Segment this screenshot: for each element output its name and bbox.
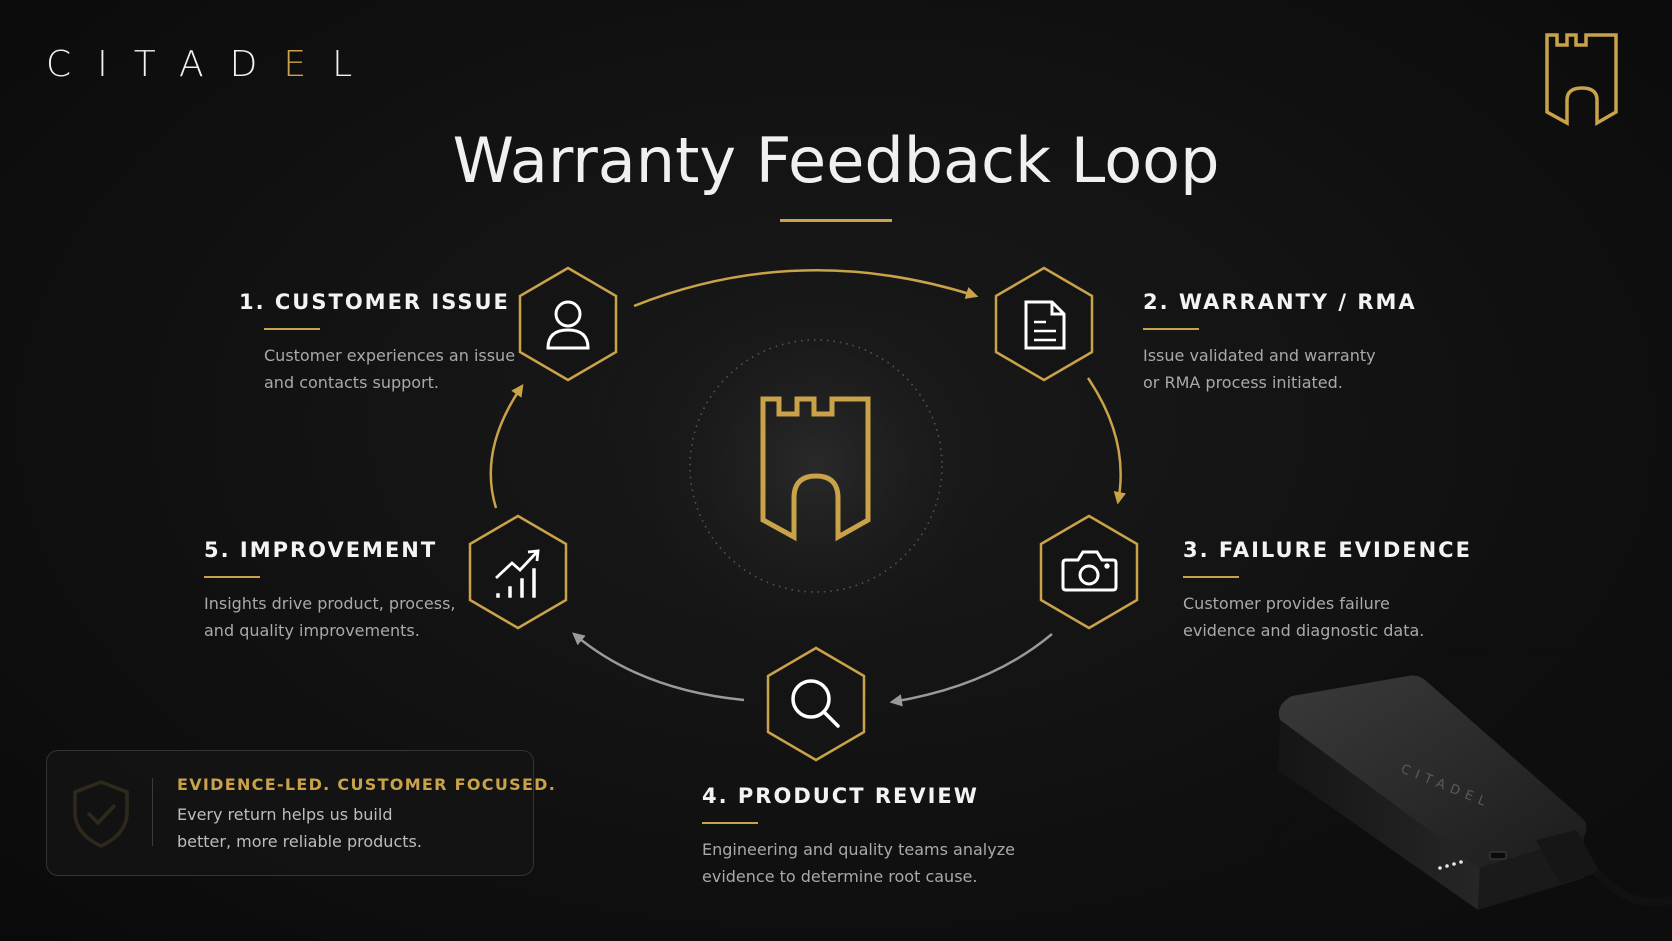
step-1-desc-line-2: and contacts support. bbox=[264, 373, 439, 392]
step-2-desc-line-2: or RMA process initiated. bbox=[1143, 373, 1343, 392]
step-4-rule bbox=[702, 822, 758, 824]
arrow-5-to-1 bbox=[489, 383, 524, 509]
step-5-desc: Insights drive product, process, and qua… bbox=[204, 590, 456, 644]
step-2-rule bbox=[1143, 328, 1199, 330]
page-title: Warranty Feedback Loop bbox=[452, 124, 1220, 197]
center-glow bbox=[586, 235, 1046, 695]
hex-step-1 bbox=[518, 266, 618, 382]
document-icon bbox=[1024, 300, 1066, 350]
title-underline bbox=[780, 219, 892, 222]
step-1-rule bbox=[264, 328, 320, 330]
arrow-1-to-2 bbox=[633, 269, 979, 308]
step-4-desc: Engineering and quality teams analyze ev… bbox=[702, 836, 1015, 890]
brand-logo-text: CITADEL bbox=[46, 44, 379, 85]
brand-castle-icon bbox=[1545, 33, 1618, 127]
step-5-desc-line-1: Insights drive product, process, bbox=[204, 594, 456, 613]
step-1-title: 1. CUSTOMER ISSUE bbox=[239, 290, 510, 314]
search-icon bbox=[791, 679, 840, 728]
center-dotted-ring bbox=[689, 339, 943, 593]
step-1-desc-line-1: Customer experiences an issue bbox=[264, 346, 516, 365]
hex-step-3 bbox=[1039, 514, 1139, 630]
step-3-desc: Customer provides failure evidence and d… bbox=[1183, 590, 1424, 644]
step-5-title: 5. IMPROVEMENT bbox=[204, 538, 438, 562]
power-bank-image: CITADEL bbox=[1220, 648, 1672, 941]
callout-body: Every return helps us build better, more… bbox=[177, 801, 517, 855]
step-3-desc-line-2: evidence and diagnostic data. bbox=[1183, 621, 1425, 640]
hex-step-2 bbox=[994, 266, 1094, 382]
step-5-desc-line-2: and quality improvements. bbox=[204, 621, 420, 640]
user-icon bbox=[546, 300, 590, 350]
brand-logo: CITADEL bbox=[46, 44, 378, 85]
arrow-4-to-5 bbox=[572, 632, 745, 702]
step-2-title: 2. WARRANTY / RMA bbox=[1143, 290, 1417, 314]
callout-divider bbox=[152, 778, 153, 846]
step-3-title: 3. FAILURE EVIDENCE bbox=[1183, 538, 1472, 562]
step-4-desc-line-2: evidence to determine root cause. bbox=[702, 867, 978, 886]
step-3-desc-line-1: Customer provides failure bbox=[1183, 594, 1390, 613]
step-3-rule bbox=[1183, 576, 1239, 578]
hex-step-5 bbox=[468, 514, 568, 630]
step-4-desc-line-1: Engineering and quality teams analyze bbox=[702, 840, 1015, 859]
arrow-3-to-4 bbox=[889, 633, 1053, 707]
callout-heading: EVIDENCE-LED. CUSTOMER FOCUSED. bbox=[177, 775, 557, 794]
camera-icon bbox=[1061, 550, 1118, 592]
chart-up-icon bbox=[495, 549, 540, 598]
arrow-2-to-3 bbox=[1086, 377, 1127, 505]
step-5-rule bbox=[204, 576, 260, 578]
hex-step-4 bbox=[766, 646, 866, 762]
step-2-desc: Issue validated and warranty or RMA proc… bbox=[1143, 342, 1376, 396]
step-2-desc-line-1: Issue validated and warranty bbox=[1143, 346, 1376, 365]
callout-line-1: Every return helps us build bbox=[177, 805, 393, 824]
callout-line-2: better, more reliable products. bbox=[177, 832, 422, 851]
evidence-callout-box bbox=[46, 750, 534, 876]
step-1-desc: Customer experiences an issue and contac… bbox=[264, 342, 515, 396]
castle-emblem-icon bbox=[760, 396, 871, 542]
step-4-title: 4. PRODUCT REVIEW bbox=[702, 784, 979, 808]
